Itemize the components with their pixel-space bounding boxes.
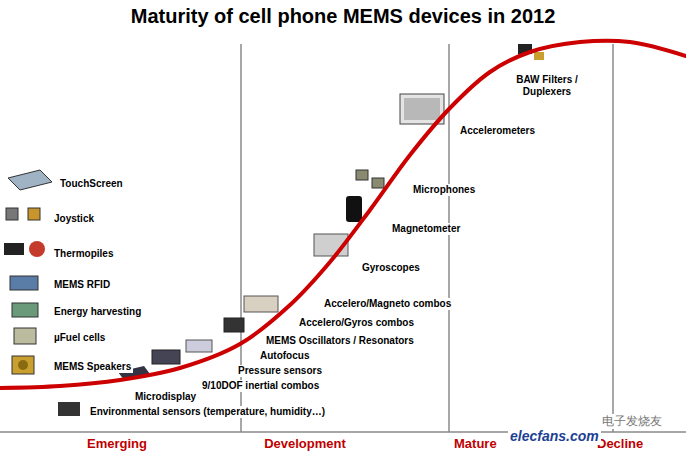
device-label: Thermopiles	[52, 248, 115, 260]
device-label: MEMS Oscillators / Resonators	[264, 335, 416, 347]
phase-dividers	[0, 44, 686, 432]
phase-divider	[448, 44, 450, 432]
chart-title: Maturity of cell phone MEMS devices in 2…	[131, 4, 556, 28]
oscillator-icon	[244, 296, 278, 312]
device-label: Accelerometers	[458, 125, 537, 137]
device-label: Pressure sensors	[236, 365, 324, 377]
device-label: TouchScreen	[58, 178, 125, 190]
device-label: µFuel cells	[52, 332, 107, 344]
joystick-icon	[28, 208, 40, 220]
device-icons	[4, 44, 544, 416]
watermark: 电子发烧友	[600, 414, 664, 429]
device-label: MEMS Speakers	[52, 361, 133, 373]
phase-label: Mature	[452, 436, 499, 452]
microphone-icon	[356, 170, 368, 180]
rfid-icon	[10, 276, 38, 290]
phase-divider	[612, 44, 614, 432]
device-label: MEMS RFID	[52, 279, 112, 291]
device-label: Accelero/Gyros combos	[297, 317, 416, 329]
speaker-icon	[12, 356, 34, 374]
device-label: Gyroscopes	[360, 262, 422, 274]
device-label: Microphones	[411, 184, 477, 196]
device-label: Joystick	[52, 213, 96, 225]
microphone-icon	[372, 178, 384, 188]
energy-harvesting-icon	[12, 303, 38, 317]
pressure-sensor-icon	[224, 318, 244, 332]
touchscreen-icon	[8, 170, 52, 190]
device-label: Autofocus	[258, 350, 311, 362]
phase-label: Decline	[595, 436, 645, 452]
microdisplay-icon	[152, 350, 180, 364]
device-label: Accelero/Magneto combos	[322, 298, 453, 310]
fuel-cell-icon	[14, 328, 36, 344]
thermopile-icon	[4, 243, 24, 255]
device-label: Microdisplay	[133, 391, 198, 403]
device-label: Magnetometer	[390, 223, 462, 235]
device-label: BAW Filters / Duplexers	[506, 74, 588, 98]
environmental-sensor-icon	[58, 402, 80, 416]
watermark: elecfans.com	[508, 428, 601, 445]
maturity-curve	[0, 41, 686, 388]
phase-label: Emerging	[85, 436, 149, 452]
device-label: Environmental sensors (temperature, humi…	[88, 406, 327, 418]
accelerometer-icon	[404, 98, 440, 120]
baw-filter-icon	[534, 52, 544, 60]
inertial-combo-icon	[186, 340, 212, 352]
device-label: Energy harvesting	[52, 306, 143, 318]
magnetometer-phone-icon	[346, 196, 362, 222]
joystick-icon	[6, 208, 18, 220]
speaker-icon	[18, 360, 28, 370]
thermopile-icon	[29, 241, 45, 257]
device-label: 9/10DOF inertial combos	[200, 380, 321, 392]
phase-label: Development	[262, 436, 348, 452]
maturity-curve-layer	[0, 41, 686, 388]
